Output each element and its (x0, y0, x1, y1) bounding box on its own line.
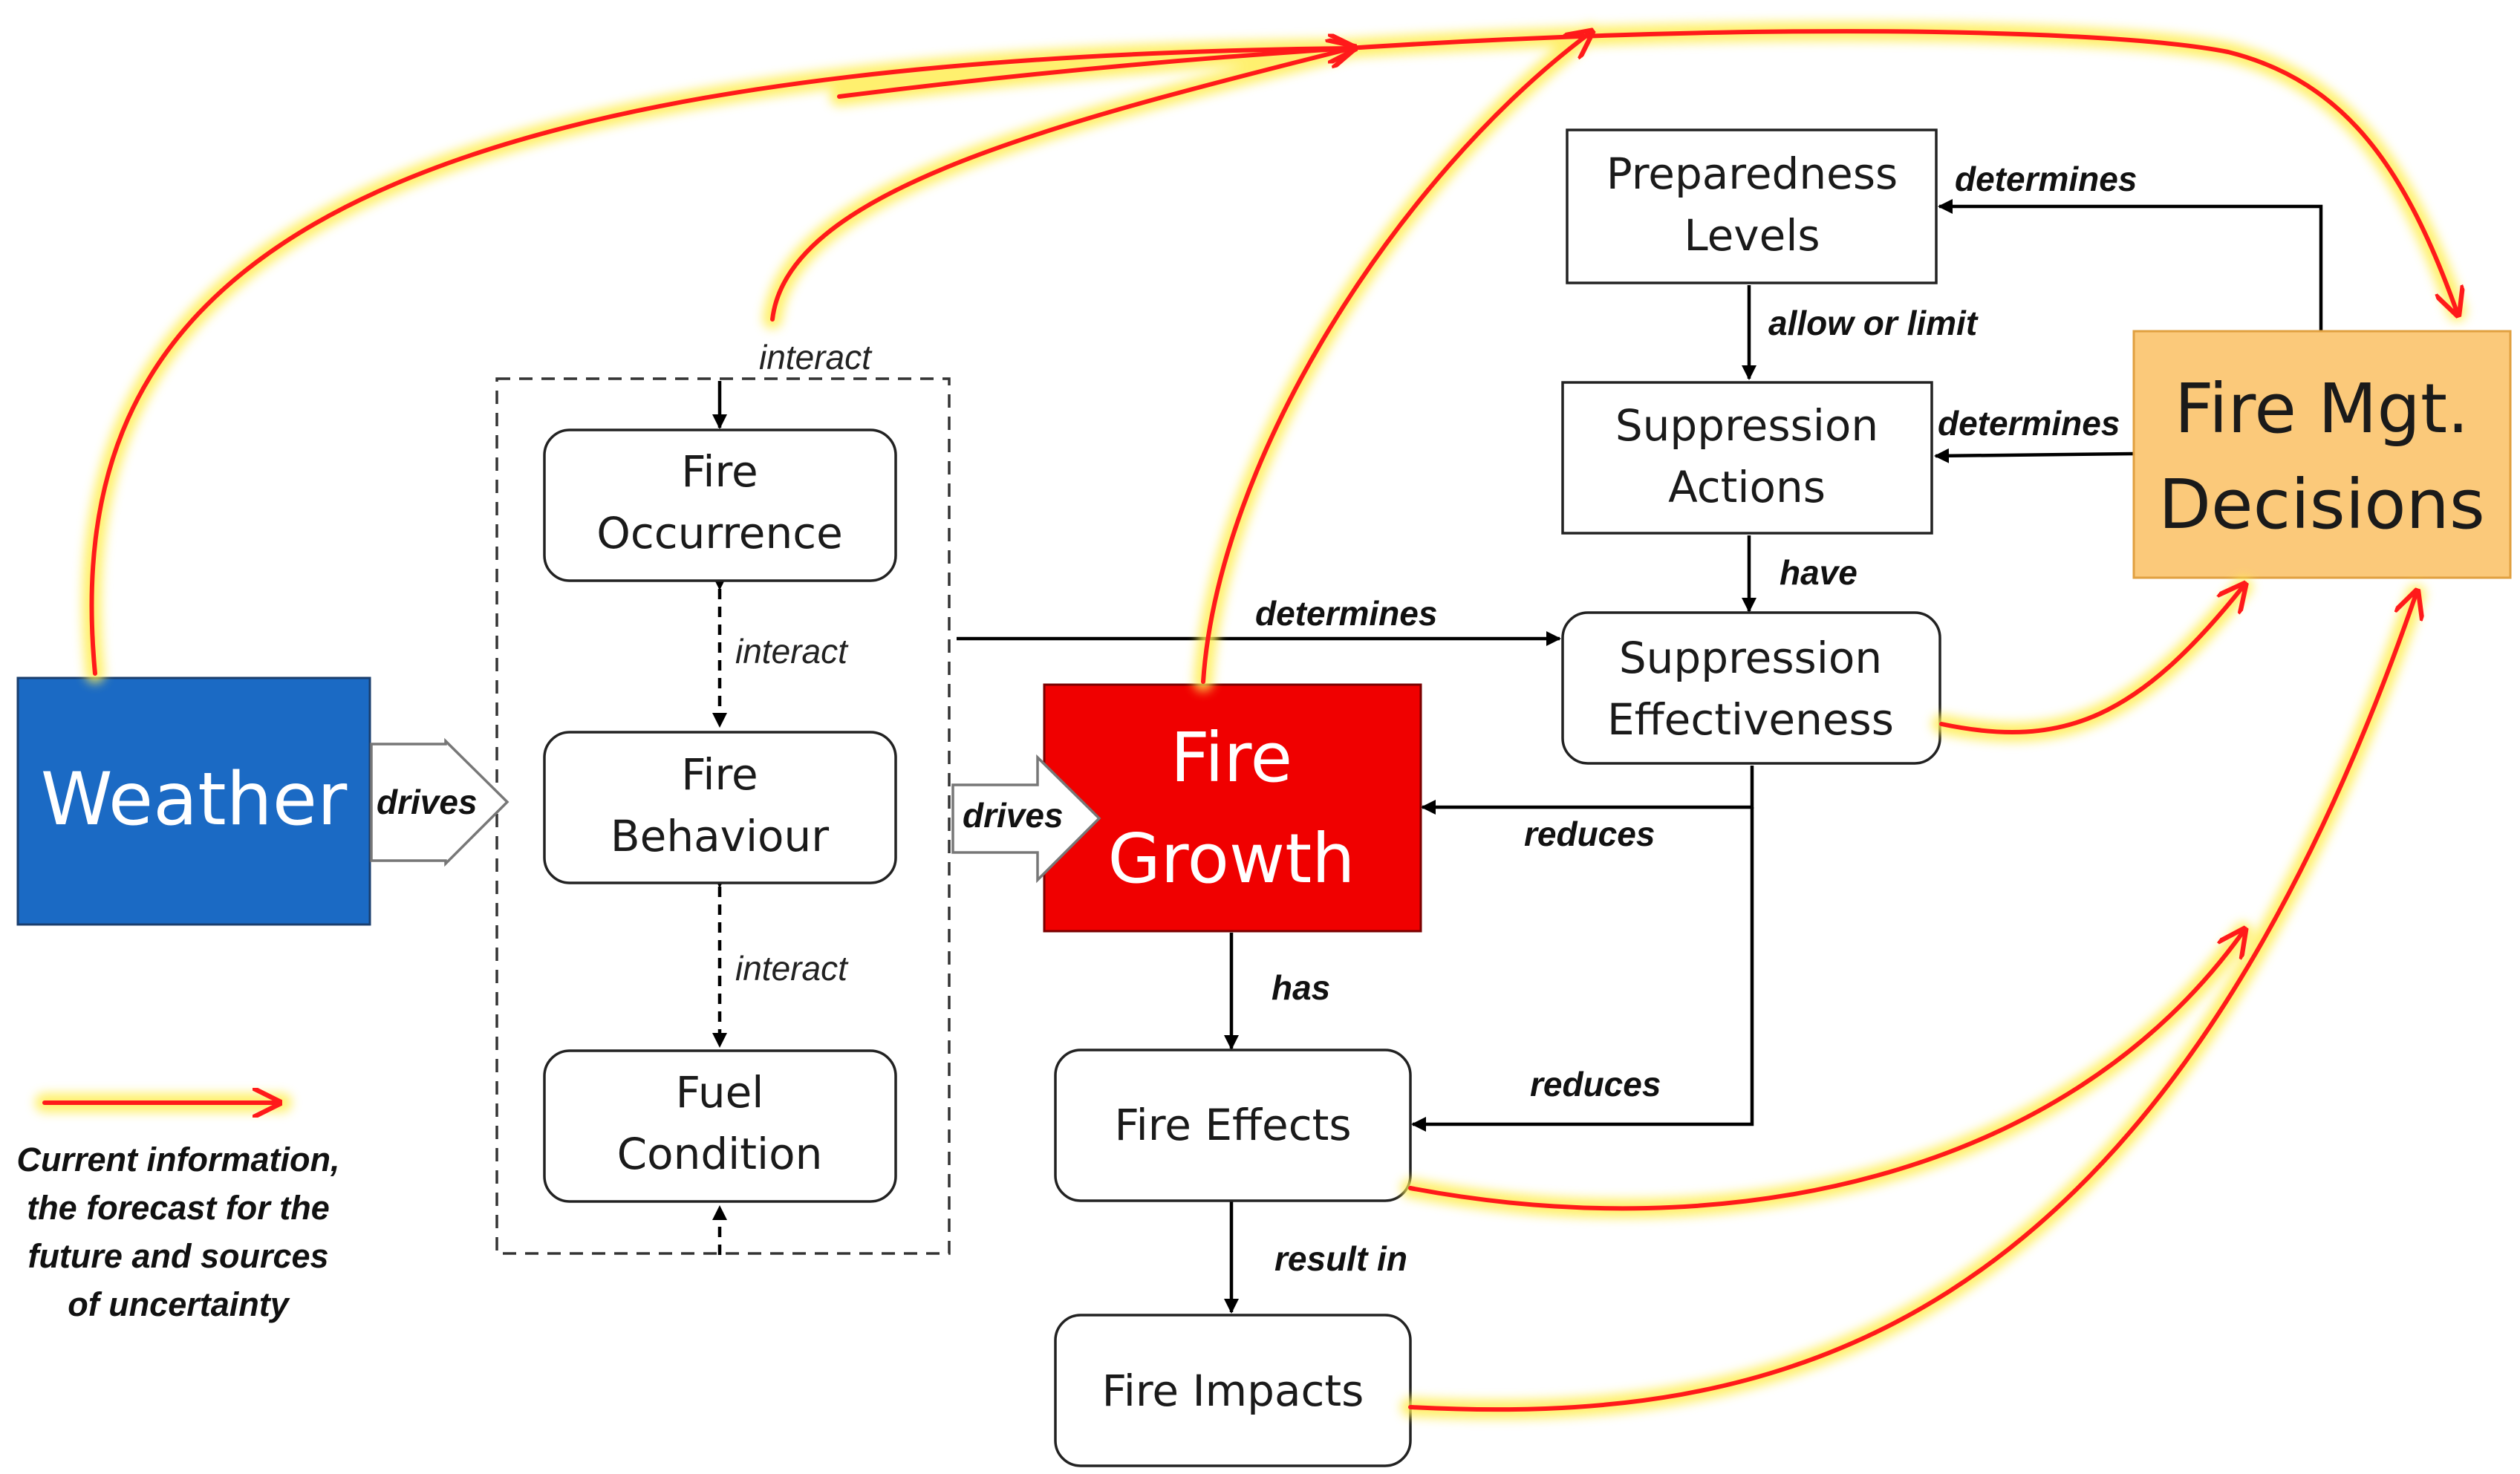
fuel-condition-line-2: Condition (617, 1129, 823, 1179)
info-arrow-to-decisions (837, 29, 2457, 312)
label-prep-determines: determines (1955, 160, 2137, 198)
fire-occurrence-line-2: Occurrence (596, 508, 843, 558)
node-fire-effects: Fire Effects (1054, 1049, 1412, 1202)
decisions-line-1: Fire Mgt. (2175, 369, 2469, 449)
edge-prep-determines (1938, 199, 2323, 331)
fuel-condition-line-1: Fuel (676, 1067, 764, 1118)
suppression-effectiveness-line-2: Effectiveness (1607, 694, 1894, 745)
weather-label: Weather (41, 757, 348, 842)
info-arrow-impacts (1408, 594, 2416, 1412)
factor-group (495, 377, 951, 1255)
label-allow-or-limit: allow or limit (1768, 304, 1979, 342)
legend-line-1: Current information, (17, 1141, 340, 1178)
node-preparedness-levels: Preparedness Levels (1566, 128, 1938, 284)
fire-impacts-label: Fire Impacts (1102, 1366, 1364, 1416)
info-arrow-effectiveness (1939, 587, 2243, 734)
drives-block-arrow-weather (370, 737, 509, 867)
label-interact-occ-beh: interact (735, 632, 849, 671)
info-arrows (89, 29, 2457, 1412)
legend-line-4: of uncertainty (68, 1285, 290, 1323)
label-interact-beh-fuel: interact (735, 949, 849, 988)
info-arrow-factors (770, 48, 1352, 322)
edge-labels: drives drives interact interact interact… (377, 160, 2137, 1278)
fire-behaviour-line-1: Fire (681, 749, 758, 800)
suppression-actions-line-1: Suppression (1615, 400, 1878, 451)
fire-growth-line-2: Growth (1107, 819, 1355, 899)
black-edges (712, 199, 2323, 1314)
edge-reduces-growth (1421, 766, 1754, 815)
suppression-effectiveness-line-1: Suppression (1619, 633, 1882, 683)
fire-effects-label: Fire Effects (1114, 1100, 1351, 1150)
node-fuel-condition: Fuel Condition (543, 1049, 897, 1203)
node-fire-growth: Fire Growth (1043, 683, 1422, 933)
node-fire-mgt-decisions: Fire Mgt. Decisions (2132, 330, 2512, 579)
preparedness-line-1: Preparedness (1606, 149, 1898, 199)
label-have: have (1780, 553, 1858, 592)
label-group-determines: determines (1255, 594, 1437, 633)
label-has: has (1272, 968, 1330, 1007)
fire-occurrence-line-1: Fire (681, 446, 758, 497)
legend: Current information, the forecast for th… (17, 1103, 340, 1323)
node-fire-behaviour: Fire Behaviour (543, 731, 897, 884)
node-suppression-effectiveness: Suppression Effectiveness (1561, 611, 1941, 765)
info-arrow-fire-growth (1201, 33, 1589, 684)
node-suppression-actions: Suppression Actions (1561, 381, 1933, 535)
label-reduces-effects: reduces (1530, 1065, 1661, 1103)
decisions-line-2: Decisions (2158, 465, 2485, 544)
info-arrow-weather (89, 48, 1352, 676)
label-group-drives: drives (963, 796, 1064, 835)
label-result-in: result in (1274, 1239, 1407, 1278)
fire-growth-line-1: Fire (1171, 718, 1292, 798)
drives-block-arrow-group (951, 754, 1101, 884)
label-reduces-growth: reduces (1524, 815, 1655, 853)
legend-line-3: future and sources (27, 1237, 328, 1275)
suppression-actions-line-2: Actions (1668, 462, 1826, 512)
preparedness-line-2: Levels (1684, 210, 1820, 261)
label-interact-top: interact (759, 338, 873, 376)
node-fire-occurrence: Fire Occurrence (543, 428, 897, 582)
edge-actions-determines (1934, 448, 2135, 463)
label-weather-drives: drives (377, 783, 478, 821)
label-actions-determines: determines (1938, 404, 2120, 443)
node-fire-impacts: Fire Impacts (1054, 1314, 1412, 1467)
legend-line-2: the forecast for the (27, 1189, 330, 1227)
edge-reduces-effects (1411, 807, 1754, 1132)
info-arrow-effects (1408, 932, 2243, 1211)
node-weather: Weather (16, 676, 371, 926)
fire-behaviour-line-2: Behaviour (611, 811, 829, 861)
